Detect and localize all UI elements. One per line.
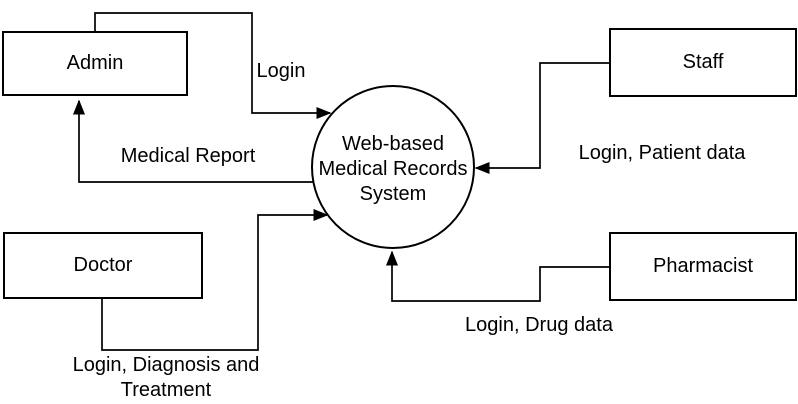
entity-admin: Admin xyxy=(2,31,188,96)
flow-system-to-admin-line xyxy=(73,99,313,183)
flow-label-login-drug-data: Login, Drug data xyxy=(465,313,613,338)
flow-pharmacist-to-system-line xyxy=(386,250,609,302)
flow-label-login-text: Login xyxy=(256,60,306,82)
process-label-line3: System xyxy=(359,183,427,205)
flow-label-diagnosis-line2: Treatment xyxy=(120,379,212,401)
process-label-line1: Web-based xyxy=(342,133,444,155)
flow-label-login-patient-data-text: Login, Patient data xyxy=(578,142,746,164)
entity-doctor: Doctor xyxy=(3,232,203,299)
entity-admin-label: Admin xyxy=(66,52,124,74)
flow-label-login-drug-data-text: Login, Drug data xyxy=(465,314,613,336)
flow-label-login-diagnosis-treatment: Login, Diagnosis and Treatment xyxy=(73,353,260,403)
flow-label-diagnosis-line1: Login, Diagnosis and xyxy=(72,354,260,376)
entity-staff-label: Staff xyxy=(682,51,724,73)
process-label-line2: Medical Records xyxy=(318,158,468,180)
entity-doctor-label: Doctor xyxy=(73,254,133,276)
entity-pharmacist: Pharmacist xyxy=(609,232,797,301)
process-label: Web-based Medical Records System xyxy=(308,132,478,207)
flow-label-login: Login xyxy=(257,59,306,84)
flow-label-medical-report-text: Medical Report xyxy=(120,145,256,167)
entity-staff: Staff xyxy=(609,28,797,97)
entity-pharmacist-label: Pharmacist xyxy=(652,255,754,277)
flow-label-medical-report: Medical Report xyxy=(121,144,256,169)
flow-label-login-patient-data: Login, Patient data xyxy=(579,141,746,166)
